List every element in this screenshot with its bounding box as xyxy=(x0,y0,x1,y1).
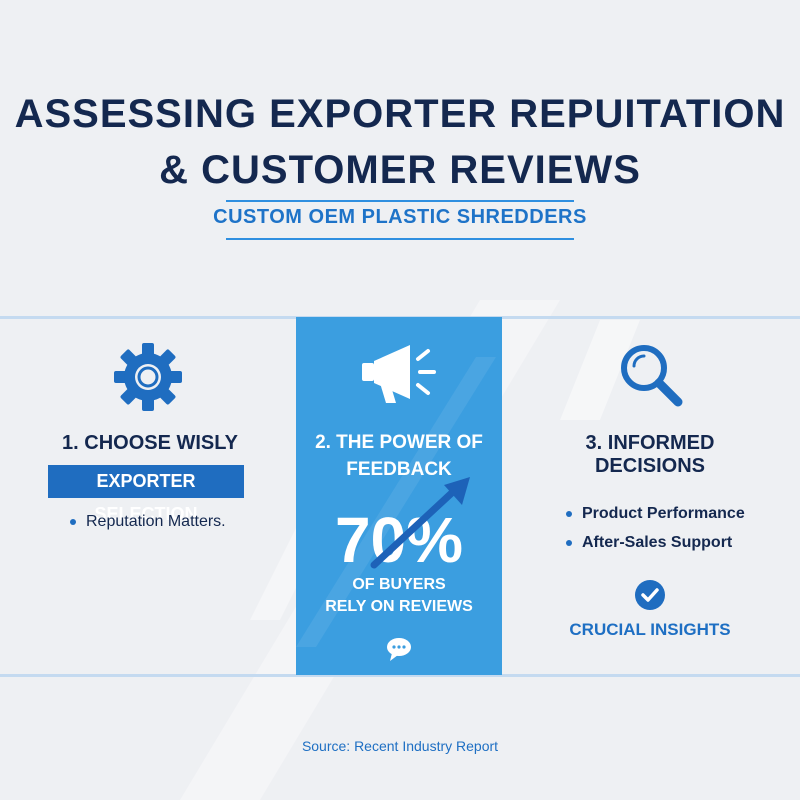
subtitle-rule-bottom xyxy=(226,238,574,240)
page-title: ASSESSING EXPORTER REPUITATION & CUSTOME… xyxy=(0,88,800,196)
center-title-line-1: 2. THE POWER OF xyxy=(315,432,483,453)
stat-label: OF BUYERS RELY ON REVIEWS xyxy=(296,574,502,618)
center-panel: 2. THE POWER OF FEEDBACK 70% OF BUYERS R… xyxy=(296,317,502,675)
right-bullet-label-2: After-Sales Support xyxy=(582,534,733,551)
left-bullet-label: Reputation Matters. xyxy=(86,513,226,530)
right-bullet-1: Product Performance xyxy=(566,505,745,523)
magnifier-icon xyxy=(621,345,683,407)
trend-arrow-icon xyxy=(370,477,470,569)
bullet-dot xyxy=(70,518,76,525)
right-column-title: 3. INFORMED DECISIONS xyxy=(585,432,715,477)
speech-bubble-icon xyxy=(387,638,411,661)
bullet-dot xyxy=(566,539,572,546)
panel-streak xyxy=(296,357,496,647)
right-bullet-2: After-Sales Support xyxy=(566,534,732,552)
center-column-title: 2. THE POWER OF FEEDBACK xyxy=(296,429,502,483)
center-title-line-2: FEEDBACK xyxy=(346,459,452,480)
exporter-selection-tag: EXPORTER SELECTION xyxy=(48,465,244,524)
stat-label-line-1: OF BUYERS xyxy=(352,576,446,593)
crucial-insights-label: CRUCIAL INSIGHTS xyxy=(569,620,731,639)
megaphone-icon xyxy=(362,345,436,403)
gear-icon xyxy=(114,343,182,411)
title-line-1: ASSESSING EXPORTER REPUITATION xyxy=(14,92,786,136)
left-column-title: 1. CHOOSE WISLY xyxy=(62,432,238,454)
stat-label-line-2: RELY ON REVIEWS xyxy=(325,598,473,615)
right-bullet-label-1: Product Performance xyxy=(582,505,745,522)
page-subtitle: CUSTOM OEM PLASTIC SHREDDERS xyxy=(213,206,587,228)
bottom-band-line xyxy=(0,674,800,677)
bullet-dot xyxy=(566,510,572,517)
source-note: Source: Recent Industry Report xyxy=(301,738,499,754)
subtitle-rule-top xyxy=(226,200,574,202)
check-circle-icon xyxy=(635,580,665,610)
title-line-2: & CUSTOMER REVIEWS xyxy=(159,148,641,192)
left-bullet-1: Reputation Matters. xyxy=(70,513,226,531)
